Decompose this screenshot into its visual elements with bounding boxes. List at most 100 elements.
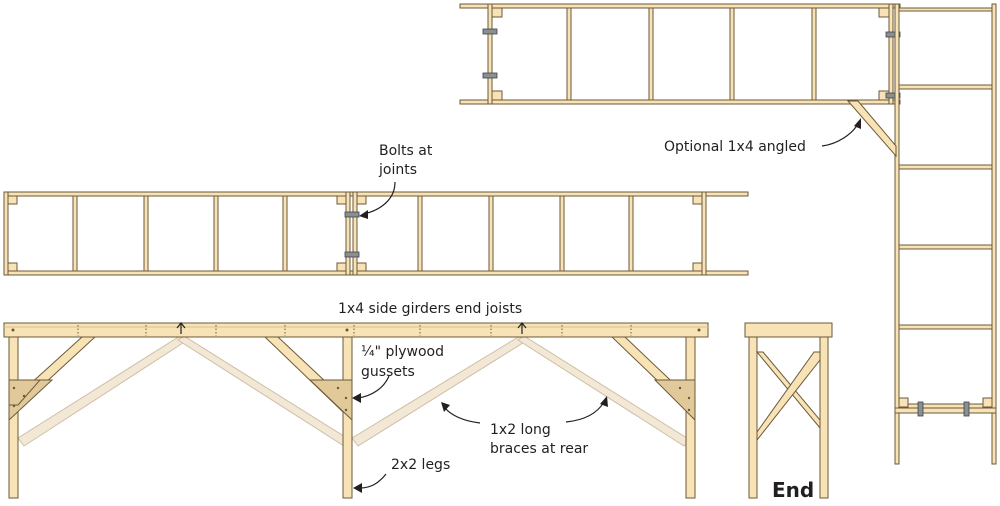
corner-block: [878, 7, 890, 18]
braces-label-line1: 1x2 long: [490, 422, 551, 438]
end-cross-brace: [756, 351, 821, 442]
corner-block: [336, 262, 347, 272]
middle-frame-end-joist: [352, 191, 358, 276]
bolts-label-line2: joints: [378, 162, 417, 178]
middle-frame-joist: [559, 195, 565, 272]
middle-frame-joist: [72, 195, 78, 272]
arrowhead-icon: [352, 393, 361, 403]
screw-icon: [12, 404, 16, 408]
screw-icon: [345, 328, 349, 332]
gusset-leader: [357, 375, 390, 399]
screw-icon: [678, 386, 682, 390]
bolts-label-line1: Bolts at: [379, 143, 433, 159]
optional-label: Optional 1x4 angled: [664, 139, 806, 155]
corner-block: [491, 7, 503, 18]
bolts-leader: [363, 181, 396, 215]
upper-frame-end-joist: [888, 3, 894, 105]
brace-leader-left: [444, 407, 481, 424]
brace-apex-icon: [517, 322, 527, 334]
corner-block: [356, 195, 367, 205]
corner-block: [692, 195, 703, 205]
corner-block: [7, 262, 18, 272]
bolt-icon: [482, 28, 498, 35]
bolt-icon: [344, 211, 360, 218]
middle-frame-end-joist: [345, 191, 351, 276]
leaders: [352, 118, 861, 493]
vertical-frame: [894, 3, 997, 465]
bolt-icon: [917, 401, 924, 417]
vertical-frame-right-rail: [991, 3, 997, 465]
optional-angled-brace: [846, 100, 897, 158]
corner-block: [491, 90, 503, 101]
screw-icon: [336, 386, 340, 390]
braces-label-line2: braces at rear: [490, 441, 588, 457]
middle-frame-end-joist: [701, 191, 707, 276]
arrowhead-icon: [353, 483, 362, 493]
bolt-icon: [963, 401, 970, 417]
middle-frame-bottom-rail: [3, 270, 749, 276]
vertical-frame-joist: [898, 7, 993, 12]
plywood-gusset: [8, 379, 42, 406]
vertical-frame-joist: [898, 324, 993, 330]
arrowhead-icon: [600, 396, 608, 407]
middle-frame-end-joist: [3, 191, 9, 276]
middle-frame-joist: [213, 195, 219, 272]
vertical-frame-joist: [898, 244, 993, 250]
corner-block: [898, 397, 909, 408]
vertical-frame-end-joist: [894, 407, 997, 414]
bolt-icon: [885, 31, 901, 38]
middle-frame-joist: [628, 195, 634, 272]
middle-frame-top-rail: [3, 191, 749, 197]
screw-icon: [12, 386, 16, 390]
corner-block: [7, 195, 18, 205]
rear-long-brace: [17, 335, 187, 447]
upper-frame-joist: [648, 7, 654, 101]
gussets-label-line2: gussets: [361, 364, 415, 380]
middle-frame: [3, 191, 749, 276]
plywood-gusset: [308, 379, 353, 422]
screw-icon: [22, 394, 26, 398]
arrowhead-icon: [359, 210, 368, 219]
corner-block: [336, 195, 347, 205]
end-top-joist: [744, 322, 833, 338]
gussets-label-line1: ¼" plywood: [361, 344, 444, 360]
legs-label: 2x2 legs: [391, 457, 450, 473]
middle-frame-joist: [488, 195, 494, 272]
arrowhead-icon: [441, 402, 450, 412]
upper-frame-end-joist: [487, 3, 493, 105]
middle-frame-joist: [143, 195, 149, 272]
upper-frame-top-rail: [459, 3, 901, 9]
plywood-gusset: [653, 379, 696, 422]
brace-leader-right: [565, 401, 605, 423]
screw-icon: [697, 328, 701, 332]
corner-block: [692, 262, 703, 272]
vertical-frame-joist: [898, 403, 993, 409]
corner-block: [356, 262, 367, 272]
legs-leader: [359, 473, 387, 489]
vertical-frame-joist: [898, 164, 993, 170]
upper-frame-joist: [811, 7, 817, 101]
bolt-icon: [482, 72, 498, 79]
vertical-frame-joist: [898, 84, 993, 90]
girders-label: 1x4 side girders end joists: [338, 301, 522, 317]
corner-block: [982, 397, 993, 408]
screw-icon: [344, 396, 348, 400]
middle-frame-joist: [282, 195, 288, 272]
screw-icon: [344, 408, 348, 412]
end-leg: [748, 336, 758, 499]
screw-icon: [11, 328, 15, 332]
end-view: [744, 322, 833, 499]
upper-frame-joist: [566, 7, 572, 101]
screw-icon: [687, 396, 691, 400]
side-elevation: [3, 322, 709, 499]
middle-frame-joist: [417, 195, 423, 272]
bolt-icon: [344, 251, 360, 258]
upper-frame-bottom-rail: [459, 99, 901, 105]
bolt-icon: [885, 92, 901, 99]
end-leg: [819, 336, 829, 499]
arrowhead-icon: [854, 118, 861, 129]
optional-leader: [821, 123, 859, 147]
brace-apex-icon: [176, 322, 186, 334]
